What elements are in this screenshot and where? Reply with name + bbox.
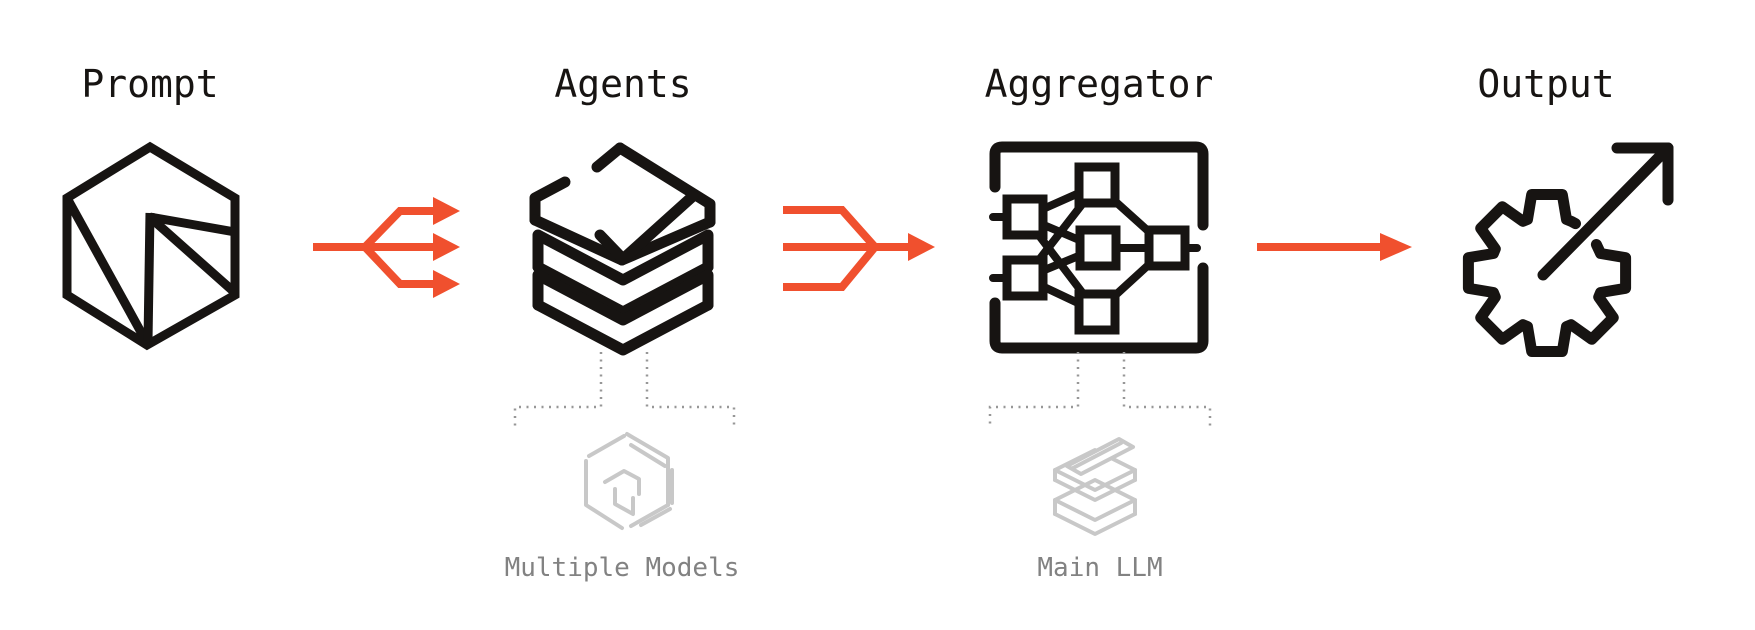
stage-label-output: Output xyxy=(1477,62,1615,106)
stacked-boxes-icon xyxy=(1053,437,1137,536)
dotted-connector-agents xyxy=(513,352,736,427)
stage-label-agents: Agents xyxy=(554,62,692,106)
stage-label-aggregator: Aggregator xyxy=(984,62,1214,106)
fan-in-arrow xyxy=(783,206,935,291)
hexagon-prompt-icon xyxy=(62,141,240,351)
cube-icon xyxy=(584,432,674,530)
straight-arrow xyxy=(1257,233,1412,261)
annotation-label-multiple-models: Multiple Models xyxy=(504,553,740,583)
dotted-connector-aggregator xyxy=(988,352,1212,427)
stage-label-prompt: Prompt xyxy=(81,62,219,106)
layer-stack-icon xyxy=(529,142,716,356)
neural-network-icon xyxy=(989,141,1209,354)
fan-out-arrow xyxy=(313,197,460,298)
gear-arrow-icon xyxy=(1462,142,1674,357)
annotation-label-main-llm: Main LLM xyxy=(1037,553,1163,583)
